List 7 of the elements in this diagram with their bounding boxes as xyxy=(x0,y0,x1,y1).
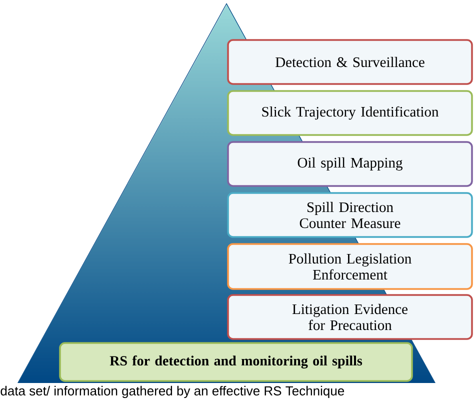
level-box: Slick Trajectory Identification xyxy=(227,90,473,136)
level-box: Pollution Legislation Enforcement xyxy=(227,243,473,290)
level-box: Detection & Surveillance xyxy=(227,39,473,85)
level-box: Spill Direction Counter Measure xyxy=(227,192,473,238)
level-box: Litigation Evidence for Precaution xyxy=(227,294,473,340)
base-bar: RS for detection and monitoring oil spills xyxy=(59,342,413,382)
level-box: Oil spill Mapping xyxy=(227,141,473,187)
